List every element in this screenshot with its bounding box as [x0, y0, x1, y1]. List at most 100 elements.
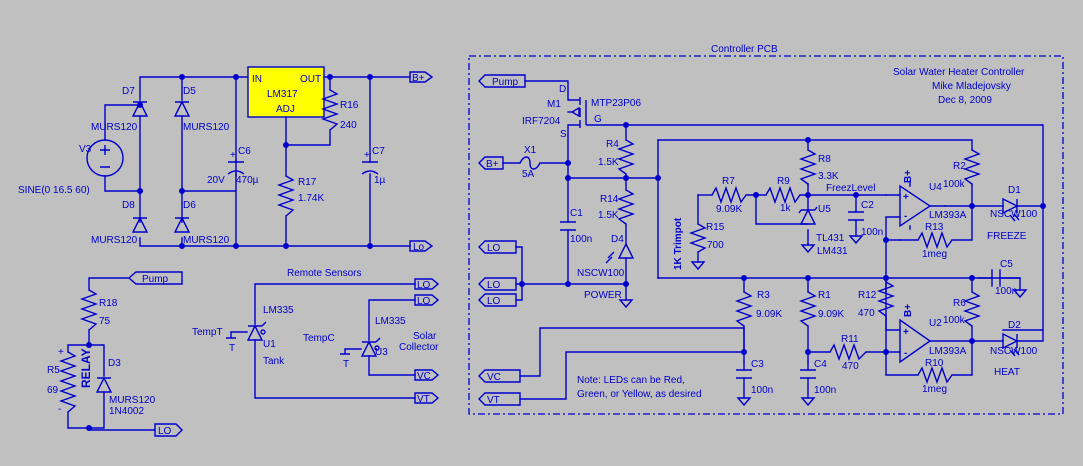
port-lo-pcb-2: LO: [478, 277, 517, 291]
svg-text:Lo: Lo: [413, 242, 425, 253]
svg-text:LO: LO: [487, 296, 501, 307]
port-lo-pcb-1: LO: [478, 240, 517, 254]
r5-ref: R5: [47, 365, 60, 376]
port-sensors-vc: VC: [414, 369, 440, 382]
c6-volt: 20V: [207, 175, 225, 186]
svg-text:1meg: 1meg: [922, 384, 947, 395]
u1-ref: U1: [263, 339, 276, 350]
heat-label: HEAT: [994, 367, 1020, 378]
svg-text:LO: LO: [158, 426, 172, 437]
power-label: POWER: [584, 290, 622, 301]
svg-text:R3: R3: [757, 290, 770, 301]
x1-ref: X1: [524, 145, 537, 156]
diode-d6: [173, 216, 191, 233]
pcb-title: Controller PCB: [711, 44, 778, 55]
svg-text:+: +: [364, 150, 370, 161]
svg-text:LM317: LM317: [267, 89, 298, 100]
r5-val: 69: [47, 385, 59, 396]
pcb-note-2: Green, or Yellow, as desired: [577, 389, 702, 400]
svg-text:100n: 100n: [570, 234, 592, 245]
port-sensors-lo1: LO: [414, 278, 440, 291]
port-pump-pcb: Pump: [478, 74, 526, 88]
svg-text:+: +: [903, 192, 909, 203]
svg-text:9.09K: 9.09K: [756, 309, 782, 320]
trimpot-label: 1K Trimpot: [673, 217, 684, 270]
svg-text:LO: LO: [417, 280, 431, 291]
svg-text:VT: VT: [487, 395, 500, 406]
d7-ref: D7: [122, 86, 135, 97]
d3-val: MURS120: [109, 395, 156, 406]
svg-text:R8: R8: [818, 154, 831, 165]
svg-text:NSCW100: NSCW100: [990, 346, 1038, 357]
m1-part: MTP23P06: [591, 98, 641, 109]
svg-text:R1: R1: [818, 290, 831, 301]
sensors-title: Remote Sensors: [287, 268, 361, 279]
d6-ref: D6: [183, 200, 196, 211]
r16-val: 240: [340, 120, 357, 131]
u3-name1: Solar: [413, 331, 437, 342]
svg-text:R6: R6: [953, 298, 966, 309]
svg-text:R2: R2: [953, 161, 966, 172]
svg-text:R15: R15: [706, 222, 725, 233]
pcb-header-3: Dec 8, 2009: [938, 95, 992, 106]
svg-text:1.5K: 1.5K: [598, 210, 619, 221]
d8-val: MURS120: [91, 235, 138, 246]
svg-text:-: -: [58, 404, 61, 415]
r17-val: 1.74K: [298, 193, 324, 204]
svg-text:D4: D4: [611, 234, 624, 245]
svg-text:NSCW100: NSCW100: [990, 209, 1038, 220]
svg-text:C1: C1: [570, 208, 583, 219]
d3-ref: D3: [108, 358, 121, 369]
power-supply-section: D7 D5 MURS120 D8 D6 MURS120 MURS120 MURS…: [18, 66, 434, 253]
svg-text:OUT: OUT: [300, 74, 321, 85]
c6-ref: C6: [238, 146, 251, 157]
u1-net: TempT: [192, 327, 223, 338]
svg-text:470: 470: [858, 308, 875, 319]
svg-text:LM431: LM431: [817, 246, 848, 257]
svg-text:700: 700: [707, 240, 724, 251]
svg-text:100n: 100n: [995, 286, 1017, 297]
diode-d7: [131, 100, 149, 117]
svg-text:D2: D2: [1008, 320, 1021, 331]
c7-ref: C7: [372, 146, 385, 157]
svg-text:VC: VC: [487, 372, 501, 383]
port-bplus-pcb: B+: [478, 156, 504, 170]
source-v3: V3 SINE(0 16.5 60): [18, 139, 124, 196]
mosfet-m1: D S G M1 MTP23P06 IRF7204: [522, 84, 1043, 140]
port-lo-pcb-3: LO: [478, 293, 517, 307]
svg-text:TL431: TL431: [816, 233, 845, 244]
d3-alt: 1N4002: [109, 406, 144, 417]
pcb-header-2: Mike Mladejovsky: [932, 81, 1011, 92]
u3-net: TempC: [303, 333, 335, 344]
svg-text:R9: R9: [777, 176, 790, 187]
port-sensors-vt: VT: [414, 392, 440, 405]
svg-text:T: T: [343, 359, 349, 370]
pcb-header-1: Solar Water Heater Controller: [893, 67, 1025, 78]
led-d1-freeze: D1 NSCW100 FREEZE: [987, 185, 1038, 242]
comparator-u4: + - B+ U4 LM393A: [899, 170, 967, 228]
svg-text:VT: VT: [417, 394, 430, 405]
u3-part: LM335: [375, 316, 406, 327]
freeze-label: FREEZE: [987, 231, 1027, 242]
m1-ref: M1: [547, 99, 561, 110]
svg-text:D: D: [559, 84, 566, 95]
svg-text:B+: B+: [412, 73, 425, 84]
port-lo-relay: LO: [154, 423, 183, 437]
d8-ref: D8: [122, 200, 135, 211]
m1-alt: IRF7204: [522, 116, 561, 127]
controller-pcb: Controller PCB Solar Water Heater Contro…: [468, 44, 1064, 415]
svg-text:-: -: [904, 348, 907, 359]
svg-text:ADJ: ADJ: [276, 104, 295, 115]
r17-ref: R17: [298, 177, 317, 188]
svg-text:D1: D1: [1008, 185, 1021, 196]
c6-val: 470µ: [236, 175, 259, 186]
port-vc-pcb: VC: [478, 369, 521, 383]
svg-text:C3: C3: [751, 359, 764, 370]
svg-text:100n: 100n: [814, 385, 836, 396]
d6-val: MURS120: [183, 235, 230, 246]
svg-text:9.09K: 9.09K: [818, 309, 844, 320]
port-vt-pcb: VT: [478, 392, 521, 406]
port-bplus-out: B+: [409, 71, 434, 84]
svg-text:R14: R14: [600, 194, 619, 205]
svg-text:LM393A: LM393A: [929, 346, 967, 357]
